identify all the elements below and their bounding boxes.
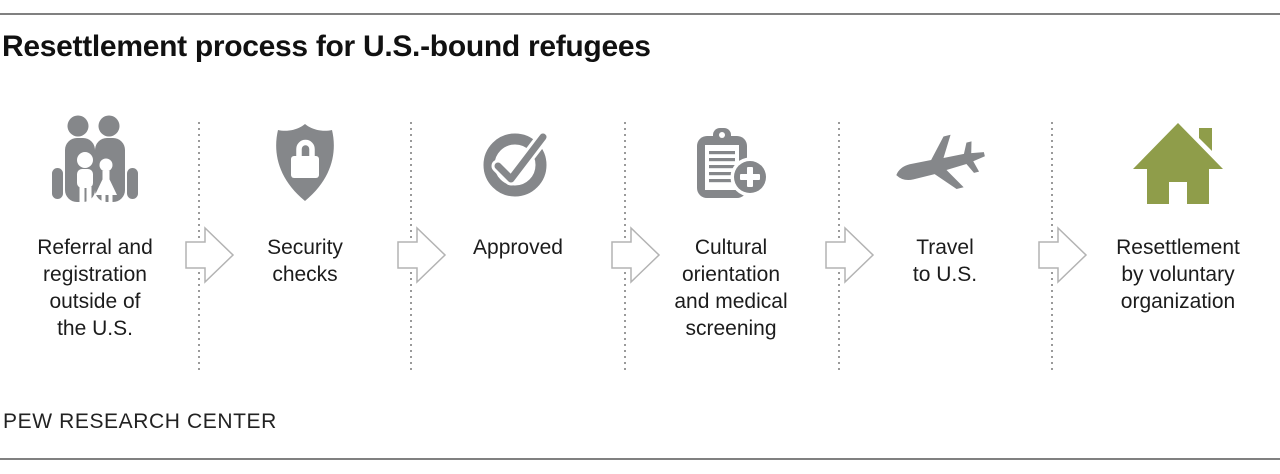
clipboard-medical-icon [697, 128, 770, 198]
source-credit: PEW RESEARCH CENTER [3, 410, 277, 433]
step-label: Referral and registration outside of the… [37, 236, 153, 340]
step-label: Approved [473, 236, 563, 259]
airplane-icon [896, 134, 985, 189]
bottom-rule [0, 458, 1280, 460]
step-label: Security checks [267, 236, 343, 286]
top-rule [0, 13, 1280, 15]
step-label: Travel to U.S. [912, 236, 978, 286]
arrow-right-icon [611, 226, 661, 284]
chart-title: Resettlement process for U.S.-bound refu… [2, 30, 651, 63]
arrow-right-icon [185, 226, 235, 284]
check-circle-icon [483, 130, 550, 197]
step-label: Resettlement by voluntary organization [1116, 236, 1240, 313]
arrow-right-icon [397, 226, 447, 284]
shield-lock-icon [276, 124, 334, 201]
family-icon [52, 115, 138, 203]
arrow-right-icon [825, 226, 875, 284]
house-icon [1133, 123, 1223, 204]
arrow-right-icon [1038, 226, 1088, 284]
step-label: Cultural orientation and medical screeni… [674, 236, 788, 340]
